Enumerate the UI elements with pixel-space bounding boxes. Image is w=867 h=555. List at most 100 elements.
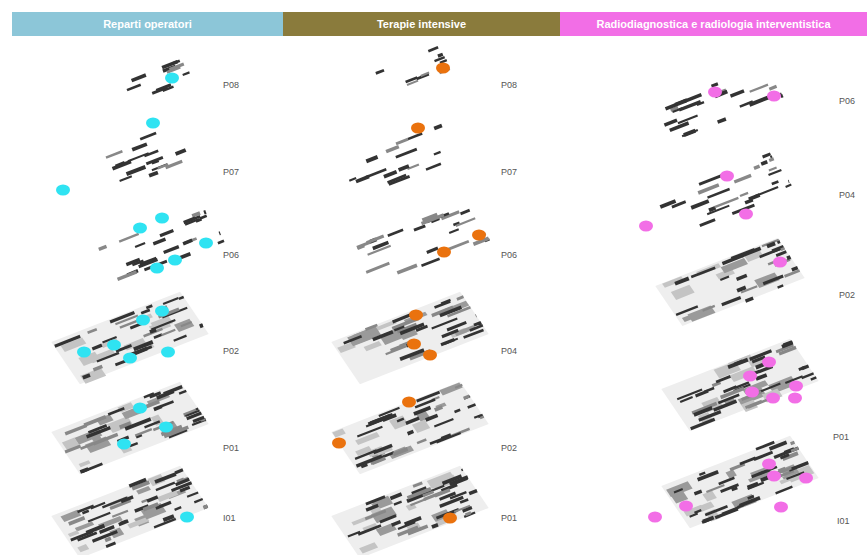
location-dot [767, 91, 781, 102]
floor-plan [655, 238, 804, 326]
wall-segment [691, 268, 715, 277]
wall-segment [187, 492, 198, 496]
wall-segment [756, 375, 767, 379]
wall-segment [690, 514, 698, 517]
wall-segment [415, 400, 435, 408]
wall-segment [695, 510, 702, 513]
wall-segment [777, 241, 780, 242]
wall-segment [106, 543, 115, 547]
wall-segment [452, 479, 467, 485]
wall-segment [408, 526, 428, 534]
wall-segment [714, 401, 737, 410]
floor-label: P08 [222, 80, 240, 90]
wall-segment [715, 198, 739, 207]
wall-segment [694, 491, 701, 494]
wall-segment [93, 366, 102, 370]
wall-segment [154, 519, 176, 528]
wall-segment [130, 443, 138, 446]
location-dot [443, 513, 457, 524]
wall-segment [442, 330, 458, 337]
wall-segment [434, 126, 442, 129]
room-block [729, 366, 757, 382]
location-dot [136, 315, 150, 326]
wall-segment [357, 427, 382, 437]
wall-segment [464, 396, 470, 398]
floor-plan [106, 133, 186, 181]
wall-segment [703, 518, 714, 522]
column-header: Reparti operatori [12, 12, 283, 36]
wall-segment [356, 177, 369, 182]
wall-segment [464, 513, 475, 517]
wall-segment [676, 306, 698, 315]
wall-segment [456, 218, 475, 226]
wall-segment [674, 489, 683, 492]
wall-segment [161, 401, 173, 406]
wall-segment [200, 325, 203, 326]
floor-slab [331, 292, 488, 385]
wall-segment [480, 417, 484, 419]
floor-slab [661, 339, 818, 432]
wall-segment [703, 306, 715, 311]
wall-segment [149, 172, 158, 175]
wall-segment [432, 525, 438, 527]
wall-segment [396, 149, 417, 157]
floor-label: I01 [836, 516, 851, 526]
wall-segment [373, 242, 389, 248]
location-dot [199, 238, 213, 249]
wall-segment [218, 241, 224, 243]
wall-segment [461, 210, 470, 214]
wall-segment [175, 470, 183, 473]
location-dot [77, 347, 91, 358]
wall-segment [194, 499, 202, 502]
wall-segment [694, 408, 712, 415]
wall-segment [772, 181, 779, 184]
room-block [435, 403, 446, 410]
wall-segment [399, 166, 409, 170]
wall-segment [719, 478, 735, 484]
floor-plan [661, 436, 818, 529]
wall-segment [102, 498, 127, 508]
wall-segment [127, 85, 141, 90]
room-block [79, 460, 91, 467]
wall-segment [424, 493, 442, 500]
wall-segment [706, 485, 724, 492]
wall-segment [678, 116, 698, 124]
wall-segment [772, 247, 783, 251]
wall-segment [373, 332, 393, 340]
wall-segment [173, 61, 180, 64]
wall-segment [153, 239, 165, 244]
wall-segment [185, 411, 199, 417]
wall-segment [691, 419, 715, 428]
header-text: Reparti operatori [103, 18, 192, 30]
wall-segment [670, 123, 689, 130]
wall-segment [742, 248, 761, 256]
wall-segment [115, 361, 125, 365]
floor-plan [357, 210, 490, 273]
room-block [80, 368, 106, 384]
wall-segment [435, 57, 445, 61]
wall-segment [348, 532, 360, 537]
room-block [666, 481, 693, 497]
floor-label: P06 [500, 250, 518, 260]
location-dot [150, 263, 164, 274]
wall-segment [698, 472, 719, 480]
location-dot [180, 512, 194, 523]
wall-segment [763, 154, 771, 157]
room-block [702, 491, 717, 502]
wall-segment [426, 415, 438, 420]
wall-segment [786, 185, 792, 187]
wall-segment [465, 513, 471, 515]
wall-segment [464, 330, 484, 338]
wall-segment [393, 449, 407, 455]
location-dot [168, 255, 182, 266]
location-dot [766, 393, 780, 404]
floor-slab [661, 436, 818, 529]
wall-segment [440, 497, 463, 506]
wall-segment [769, 86, 776, 89]
location-dot [762, 357, 776, 368]
wall-segment [154, 406, 162, 409]
wall-segment [408, 134, 422, 140]
wall-segment [78, 506, 94, 512]
wall-segment [720, 277, 729, 280]
wall-segment [388, 175, 407, 182]
